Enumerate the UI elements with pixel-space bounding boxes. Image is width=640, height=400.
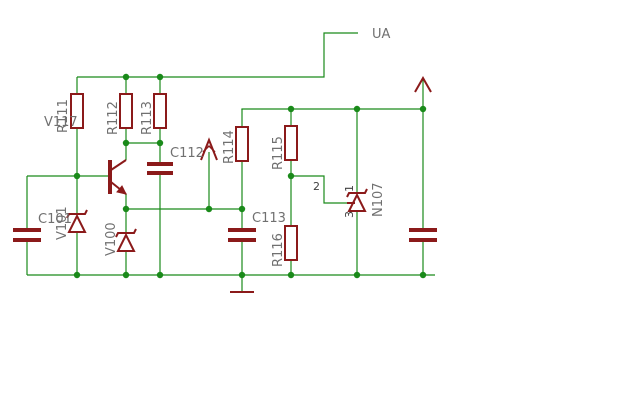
resistor-r115 (284, 125, 298, 161)
junction-node (122, 73, 130, 81)
label-r113: R113 (140, 101, 155, 135)
pin-label-3: 3 (343, 211, 356, 218)
diode-bar (66, 209, 88, 219)
resistor-r116 (284, 225, 298, 261)
capacitor-c112 (147, 162, 173, 175)
diode-body (67, 213, 87, 233)
label-r112: R112 (106, 101, 121, 135)
junction-node (238, 271, 246, 279)
resistor-r114 (235, 126, 249, 162)
wire-top-rail (77, 32, 358, 78)
junction-node (73, 271, 81, 279)
junction-node (353, 105, 361, 113)
arrow-head (200, 137, 218, 161)
junction-node (122, 205, 130, 213)
wires (26, 32, 435, 292)
label-r115: R115 (271, 136, 286, 170)
diode-body (116, 232, 136, 252)
label-v100: V100 (104, 222, 119, 256)
emitter-arrow (116, 185, 127, 195)
label-v117: V117 (44, 115, 78, 130)
arrow-head (414, 75, 432, 93)
junction-node (419, 271, 427, 279)
pin-label-1: 1 (343, 185, 356, 192)
junction-node (419, 105, 427, 113)
label-r114: R114 (222, 130, 237, 164)
net-label-ua: UA (372, 27, 391, 42)
junction-node (122, 271, 130, 279)
resistor-r111 (70, 93, 84, 129)
reference-bar (346, 188, 368, 198)
junction-node (156, 271, 164, 279)
transistor-collector (110, 159, 127, 171)
junction-node (205, 205, 213, 213)
junction-node (73, 172, 81, 180)
junction-node (156, 139, 164, 147)
label-r116: R116 (271, 233, 286, 267)
junction-node (238, 205, 246, 213)
label-c112: C112 (170, 146, 204, 161)
supply-arrow-right-icon (414, 75, 432, 93)
label-r111: R111 (56, 99, 71, 133)
junction-nodes (73, 73, 427, 279)
capacitor-c101 (13, 228, 41, 242)
label-c113: C113 (252, 211, 286, 226)
junction-node (122, 139, 130, 147)
transistor-v117 (108, 159, 127, 195)
label-n107: N107 (371, 182, 386, 217)
resistor-r113 (153, 93, 167, 129)
junction-node (287, 271, 295, 279)
junction-node (156, 73, 164, 81)
pin-label-2: 2 (313, 180, 320, 193)
capacitor-output (409, 228, 437, 242)
zener-diode-v101 (66, 209, 88, 233)
label-v101: V101 (55, 206, 70, 240)
junction-node (287, 172, 295, 180)
junction-node (287, 105, 295, 113)
label-c101: C101 (38, 212, 72, 227)
wire-n107-ref (291, 175, 347, 204)
diode-bar (115, 228, 137, 238)
resistor-r112 (119, 93, 133, 129)
capacitor-c113 (228, 228, 256, 242)
zener-diode-v100 (115, 228, 137, 252)
junction-node (353, 271, 361, 279)
wire-second-rail (241, 108, 423, 110)
reference-n107 (346, 188, 368, 212)
supply-arrow-icon (200, 137, 218, 161)
arrow-head (202, 144, 216, 153)
